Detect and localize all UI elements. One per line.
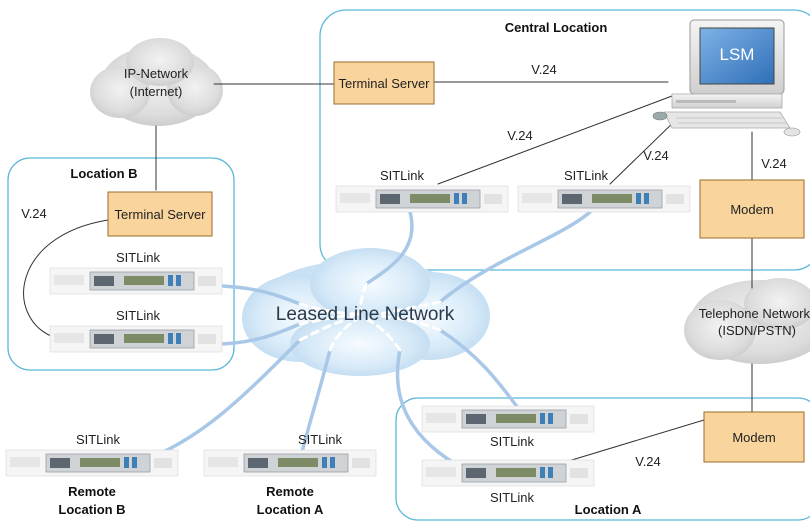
sitlink-device-location-a-2 [421, 459, 595, 487]
sitlink-device-location-a-1 [421, 405, 595, 433]
sitlink-label-location-b-2: SITLink [116, 308, 161, 323]
remote-location-b-title-2: Location B [58, 502, 125, 517]
sitlink-label-location-b-1: SITLink [116, 250, 161, 265]
lsm-label: LSM [720, 45, 755, 64]
sitlink-device-central-2 [517, 185, 691, 213]
sitlink-label-central-1: SITLink [380, 168, 425, 183]
sitlink-device-location-b-2 [49, 325, 223, 353]
terminal-server-location-b-label: Terminal Server [114, 207, 206, 222]
ip-network-cloud [90, 38, 223, 126]
sitlink-label-location-a-2: SITLink [490, 490, 535, 505]
terminal-server-central-label: Terminal Server [338, 76, 430, 91]
remote-location-a-title-1: Remote [266, 484, 314, 499]
telephone-network-cloud [684, 278, 810, 364]
leased-line-label: Leased Line Network [276, 304, 455, 325]
v24-label-location-b: V.24 [21, 206, 47, 221]
ip-network-sublabel: (Internet) [130, 84, 183, 99]
modem-location-a [703, 411, 805, 463]
location-a-title: Location A [575, 502, 642, 517]
remote-location-a-title-2: Location A [257, 502, 324, 517]
ip-network-label: IP-Network [124, 66, 189, 81]
terminal-server-location-b [107, 191, 213, 237]
v24-label-sitlink1-lsm: V.24 [507, 128, 533, 143]
v24-label-lsm-modem: V.24 [761, 156, 787, 171]
sitlink-label-remote-a: SITLink [298, 432, 343, 447]
sitlink-label-central-2: SITLink [564, 168, 609, 183]
lsm-workstation [652, 19, 801, 137]
central-location-title: Central Location [505, 20, 608, 35]
location-b-title: Location B [70, 166, 137, 181]
v24-label-sitlink2-lsm: V.24 [643, 148, 669, 163]
sitlink-device-remote-b [5, 449, 179, 477]
sitlink-device-location-b-1 [49, 267, 223, 295]
terminal-server-central [333, 61, 435, 105]
telephone-network-label: Telephone Network [699, 306, 810, 321]
sitlink-label-location-a-1: SITLink [490, 434, 535, 449]
modem-location-a-label: Modem [732, 430, 775, 445]
modem-central-label: Modem [730, 202, 773, 217]
telephone-network-sublabel: (ISDN/PSTN) [718, 323, 796, 338]
v24-label-location-a: V.24 [635, 454, 661, 469]
location-a-frame [395, 397, 810, 521]
modem-central [699, 179, 805, 239]
remote-location-b-title-1: Remote [68, 484, 116, 499]
sitlink-label-remote-b: SITLink [76, 432, 121, 447]
location-b-frame [7, 157, 235, 371]
central-location-frame [319, 9, 810, 271]
v24-label-terminal-lsm: V.24 [531, 62, 557, 77]
connection-lines [23, 81, 753, 472]
sitlink-device-central-1 [335, 185, 509, 213]
sitlink-device-remote-a [203, 449, 377, 477]
